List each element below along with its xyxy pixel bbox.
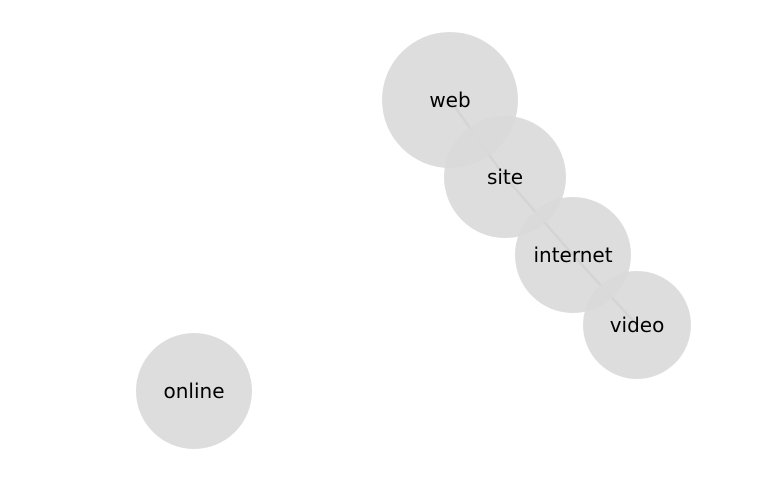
node-site-circle bbox=[444, 116, 566, 238]
node-video[interactable]: video bbox=[583, 271, 691, 379]
node-video-circle bbox=[583, 271, 691, 379]
node-site-label: site bbox=[487, 165, 523, 189]
node-online-circle bbox=[136, 333, 252, 449]
nodes-layer: web site internet video online bbox=[136, 32, 691, 449]
node-web-label: web bbox=[429, 88, 470, 112]
node-site[interactable]: site bbox=[444, 116, 566, 238]
node-video-label: video bbox=[610, 313, 665, 337]
node-internet-label: internet bbox=[533, 243, 612, 267]
node-online[interactable]: online bbox=[136, 333, 252, 449]
node-online-label: online bbox=[163, 379, 224, 403]
